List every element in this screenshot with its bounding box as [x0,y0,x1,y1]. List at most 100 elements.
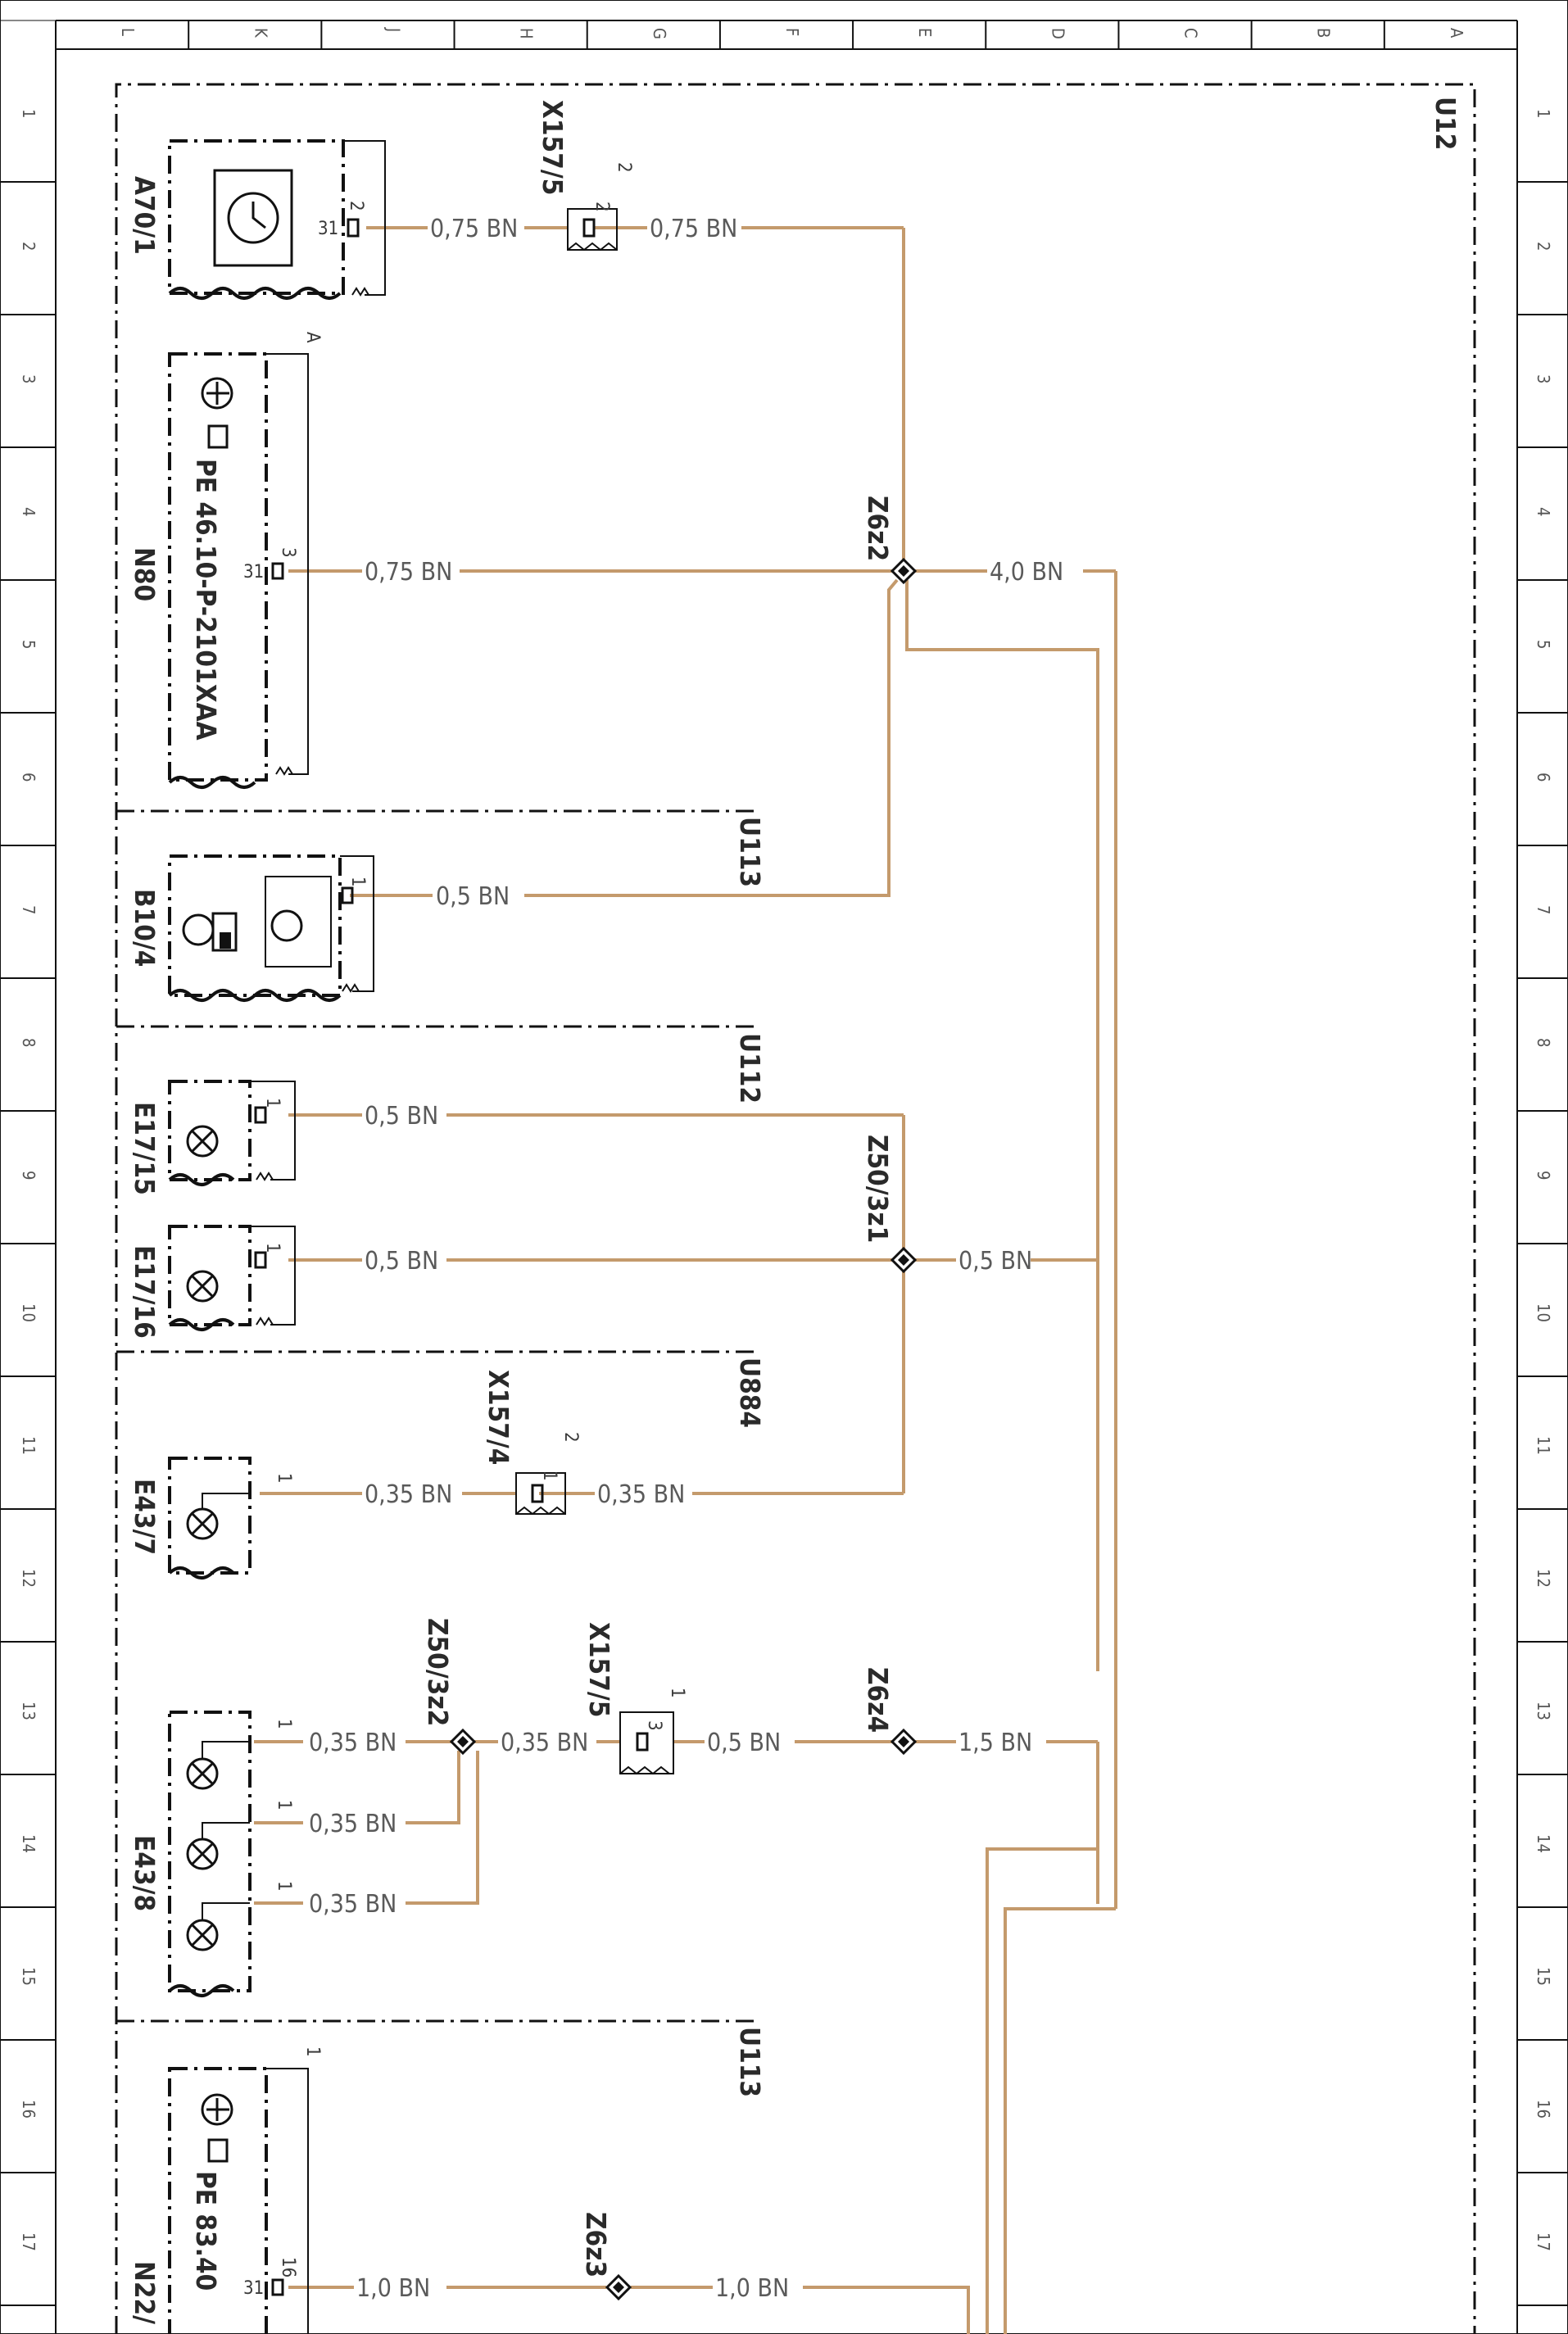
wire-label: 0,35 BN [309,1890,397,1919]
splice-label-z50-3z2: Z50/3z2 [422,1618,454,1726]
pin-1-b10: 1 [347,877,368,887]
wire-label: 1,0 BN [356,2274,430,2303]
wire-label: 4,0 BN [990,558,1063,587]
component-label-e17-15: E17/15 [129,1102,161,1195]
component-label-e17-16: E17/16 [129,1245,161,1339]
ruler-number: 5 [19,640,39,649]
component-label-b10-4: B10/4 [129,889,161,967]
wire-label: 0,75 BN [650,215,737,243]
connector-label-x157-4: X157/4 [483,1370,514,1465]
ruler-letter: J [383,27,403,32]
connector-label-x157-5: X157/5 [537,100,569,195]
ruler-number: 7 [19,905,39,914]
component-e17-15 [168,1080,296,1186]
wire-label: 0,75 BN [430,215,518,243]
ruler-number: 10 [1534,1303,1553,1322]
ruler-number: 4 [1534,507,1553,516]
ruler-number: 10 [19,1303,39,1322]
pin-1-e43-8-c: 1 [274,1881,294,1892]
connector-x157-5 [567,208,618,252]
part-number-n22: PE 83.40 [190,2171,222,2291]
component-e43-7 [168,1457,252,1579]
ruler-number: 12 [19,1569,39,1588]
wire-label: 0,5 BN [365,1247,438,1276]
pin-2: 2 [346,201,366,211]
ruler-letter: A [1447,28,1466,39]
component-label-n22: N22/ [129,2261,161,2324]
ruler-letter: L [118,28,138,36]
wire-labels: 0,75 BN 0,75 BN 0,75 BN 4,0 BN 0,5 BN 0,… [309,215,1063,2303]
ruler-letter: H [517,28,537,39]
ruler-number: 1 [19,109,39,118]
splice-z50-3z1 [890,1246,918,1274]
pin-1-x157-5-lower: 1 [667,1688,687,1698]
pin-31: 31 [318,219,338,239]
clock-icon [213,169,293,267]
ruler-number: 14 [19,1834,39,1853]
splice-z6z4 [890,1728,918,1756]
ruler-number: 6 [1534,773,1553,782]
pin-3: 3 [278,547,298,558]
pin-31-n22: 31 [243,2278,264,2299]
ruler-number: 9 [19,1171,39,1180]
ruler-number: 15 [1534,1967,1553,1986]
ruler-number: 17 [19,2232,39,2251]
ruler-number: 5 [1534,640,1553,649]
ruler-number: 17 [1534,2232,1553,2251]
wire-label: 1,5 BN [958,1729,1032,1757]
component-e17-16 [168,1225,296,1331]
pin-1-n22: 1 [302,2046,323,2057]
pin-31-n80: 31 [243,562,264,582]
wire-label: 0,5 BN [707,1729,781,1757]
transistor-icon [270,909,303,942]
splice-label-z6z2: Z6z2 [862,496,894,561]
component-e43-8 [168,1711,252,1997]
section-label-u113-lower: U113 [734,2027,766,2097]
ruler-number: 15 [19,1967,39,1986]
component-b10-4 [168,854,374,1002]
section-label-u884: U884 [734,1357,766,1428]
ruler-number: 4 [19,507,39,516]
section-boundaries [115,83,1476,2334]
ruler-number: 3 [19,374,39,383]
ruler-number: 11 [1534,1436,1553,1455]
connector-label-x157-5-lower: X157/5 [583,1622,615,1717]
splice-label-z50-3z1: Z50/3z1 [862,1135,894,1243]
pin-1-e17-15: 1 [262,1098,283,1108]
ruler-number: 3 [1534,374,1553,383]
lamp-icon [186,1270,219,1303]
pin-2-x157-4: 2 [560,1432,581,1443]
pin-1-e43-8-b: 1 [274,1800,294,1811]
ruler-letter: C [1181,28,1201,39]
transistor-icon [201,2093,233,2126]
connector-x157-5-lower [619,1711,674,1775]
ruler-number: 13 [1534,1702,1553,1720]
pin-a: A [302,332,323,343]
section-label-u12: U12 [1430,97,1462,150]
wiring [254,226,1117,2334]
ruler-number: 2 [1534,242,1553,251]
ruler-number: 8 [19,1038,39,1047]
pin-2-outer: 2 [614,162,634,173]
lamp-icon [186,1125,219,1158]
splice-label-z6z4: Z6z4 [862,1667,894,1733]
connector-x157-4 [515,1472,566,1516]
hand-touch-icon [207,2138,229,2163]
ruler-number: 6 [19,773,39,782]
component-n80 [168,352,309,789]
wire-label: 0,35 BN [365,1480,452,1509]
ruler-number: 12 [1534,1569,1553,1588]
ruler-number: 16 [19,2100,39,2119]
pin-1-e17-16: 1 [262,1243,283,1253]
ruler-letter: B [1314,28,1334,38]
pin-1-e43-7: 1 [274,1473,294,1484]
pin-16: 16 [278,2257,298,2277]
wire-label: 0,35 BN [309,1729,397,1757]
wire-label: 0,5 BN [365,1102,438,1131]
pin-3-x157-5-lower: 3 [644,1720,664,1731]
pin-1-x157-4: 1 [539,1471,560,1481]
ruler-number: 7 [1534,905,1553,914]
component-label-n80: N80 [129,547,161,601]
